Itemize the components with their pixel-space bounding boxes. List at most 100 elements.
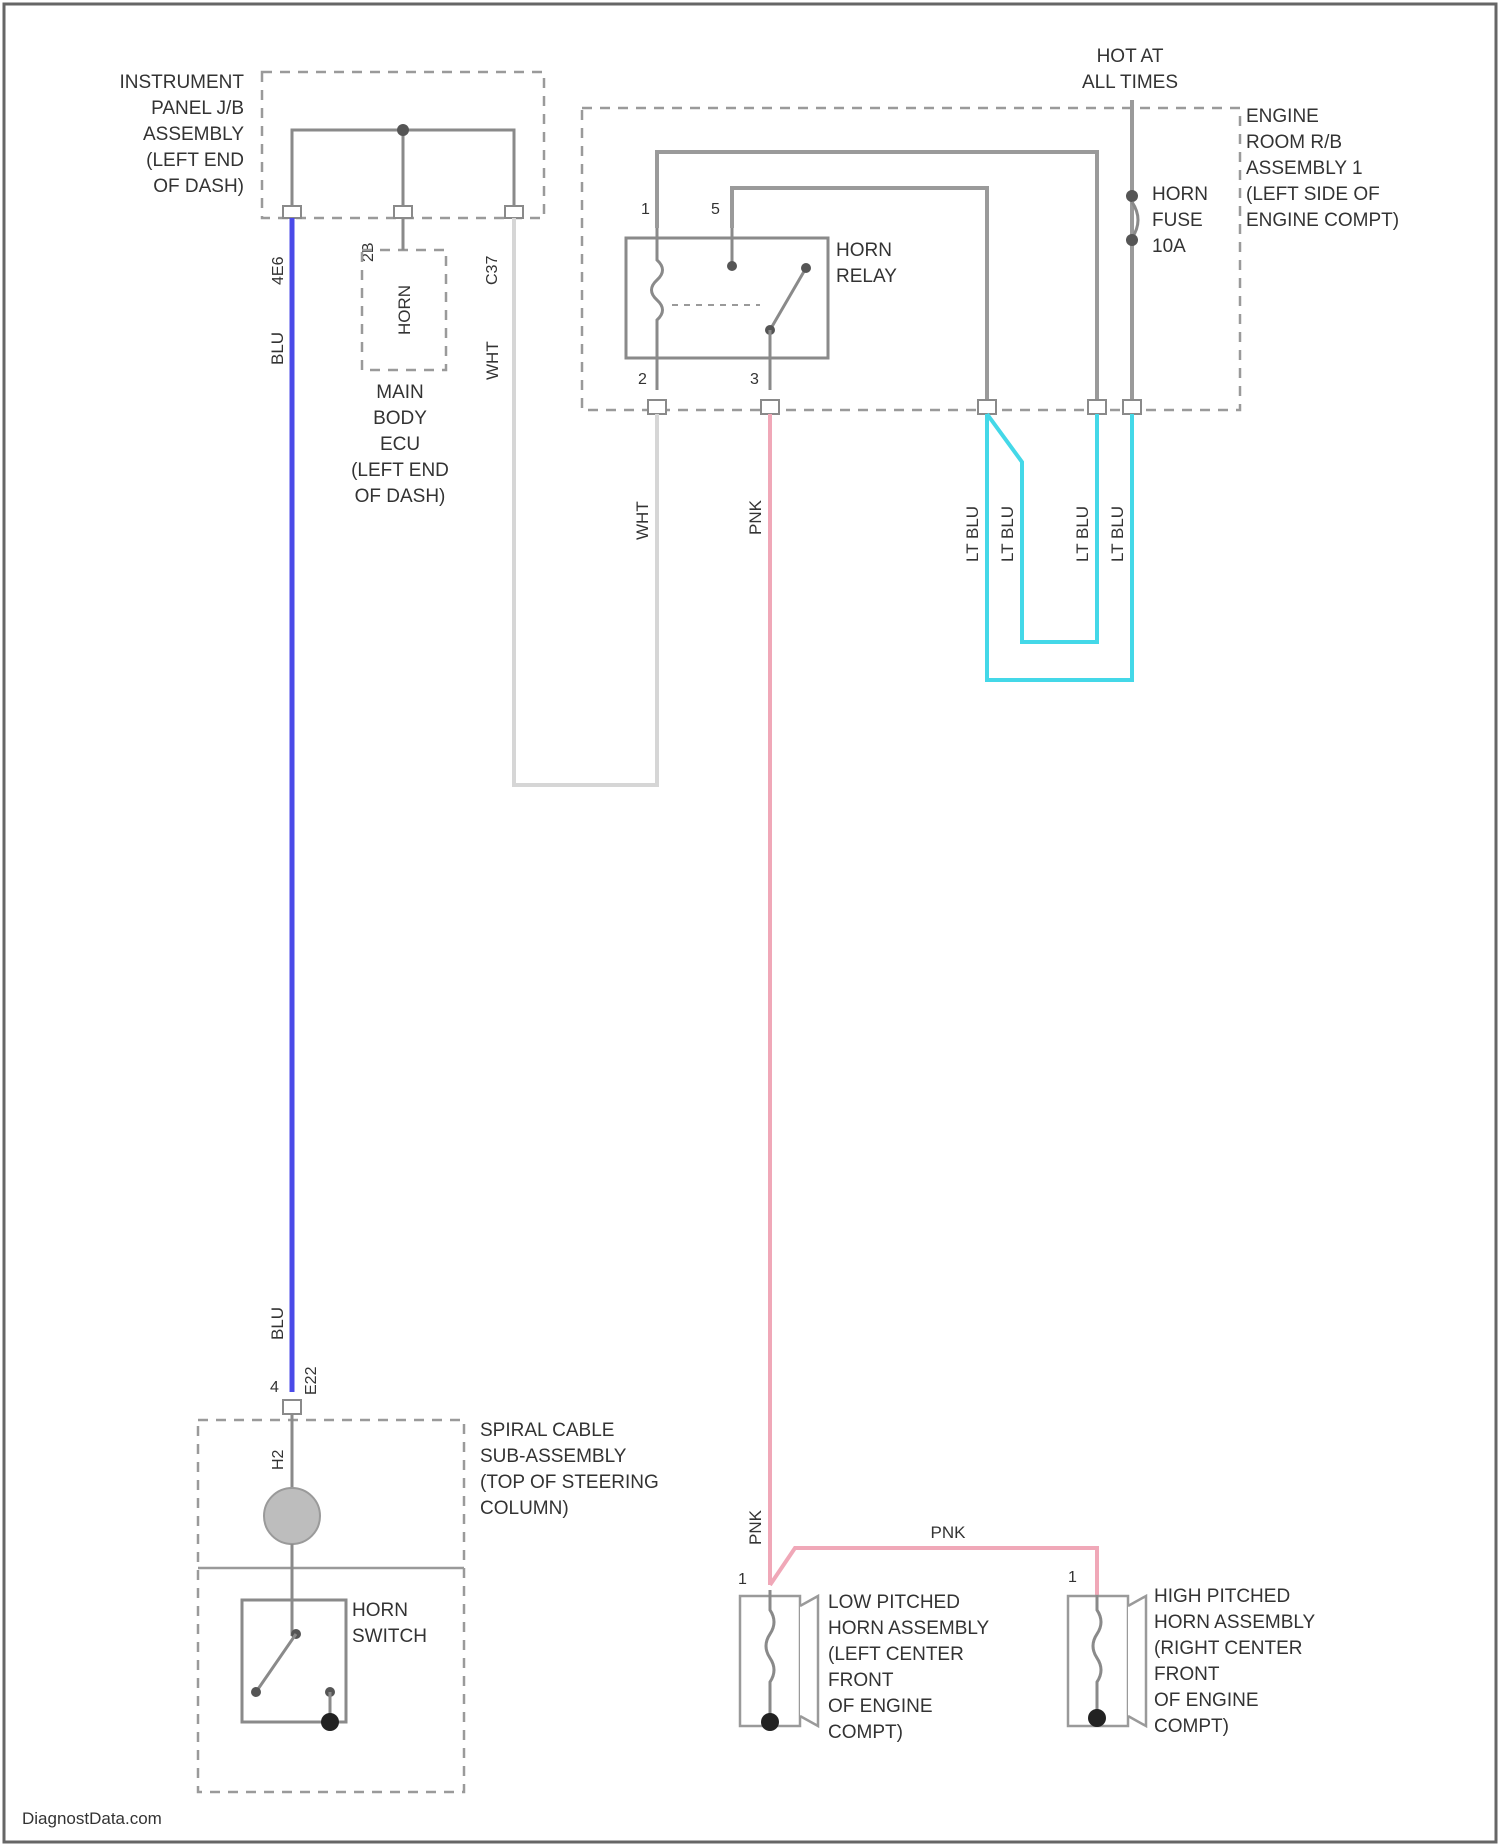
high-horn-label-5: OF ENGINE	[1154, 1690, 1259, 1711]
low-horn-label-4: FRONT	[828, 1670, 894, 1691]
ipjb-connector-1	[283, 206, 301, 218]
horn-switch-label-2: SWITCH	[352, 1626, 427, 1647]
fuse-dot-top	[1126, 190, 1138, 202]
errb-label-1: ENGINE	[1246, 106, 1319, 127]
high-horn-label-3: (RIGHT CENTER	[1154, 1638, 1302, 1659]
horn-relay-label-2: RELAY	[836, 266, 897, 287]
low-horn-label-1: LOW PITCHED	[828, 1592, 960, 1613]
pin-relay-2: 2	[638, 371, 647, 388]
low-horn-bell	[800, 1596, 818, 1726]
wire-label-blu-top: BLU	[268, 332, 287, 365]
rb-conn-ltblu-3	[1123, 400, 1141, 414]
high-horn-ground-icon	[1088, 1709, 1106, 1727]
low-horn-label-6: COMPT)	[828, 1722, 903, 1743]
pin-ipjb-1: 4E6	[270, 256, 287, 285]
pin-relay-5: 5	[711, 201, 720, 218]
rb-conn-wht	[648, 400, 666, 414]
high-horn-icon	[1068, 1595, 1146, 1727]
relay-coil	[652, 228, 663, 390]
pin-high-horn: 1	[1068, 1569, 1077, 1586]
ecu-label-5: OF DASH)	[355, 486, 446, 507]
low-horn-ground-icon	[761, 1713, 779, 1731]
spiral-clockspring-icon	[264, 1488, 320, 1544]
spiral-connector	[283, 1400, 301, 1414]
horn-fuse-label-2: FUSE	[1152, 210, 1203, 231]
low-horn-label: LOW PITCHED HORN ASSEMBLY (LEFT CENTER F…	[828, 1592, 990, 1743]
horn-fuse-label-1: HORN	[1152, 184, 1208, 205]
horn-switch-label-1: HORN	[352, 1600, 408, 1621]
horn-switch-label: HORN SWITCH	[352, 1600, 427, 1647]
fuse-dot-bottom	[1126, 234, 1138, 246]
ipjb-connectors	[283, 206, 523, 218]
main-body-ecu-label: MAIN BODY ECU (LEFT END OF DASH)	[351, 382, 449, 507]
ipjb-splice-dot	[397, 124, 409, 136]
high-horn-label: HIGH PITCHED HORN ASSEMBLY (RIGHT CENTER…	[1154, 1586, 1316, 1737]
ecu-label-4: (LEFT END	[351, 460, 449, 481]
horn-relay-label-1: HORN	[836, 240, 892, 261]
power-note-line1: HOT AT	[1097, 46, 1164, 67]
power-note-line2: ALL TIMES	[1082, 72, 1178, 93]
wire-label-wht-relay: WHT	[633, 501, 652, 540]
diagram-border	[4, 4, 1496, 1842]
rb-conn-pnk	[761, 400, 779, 414]
ipjb-label-4: (LEFT END	[146, 150, 244, 171]
wire-label-pnk-horn: PNK	[746, 1509, 765, 1545]
spiral-label-3: (TOP OF STEERING	[480, 1472, 659, 1493]
ipjb-label-2: PANEL J/B	[151, 98, 244, 119]
wire-label-ltblu-4: LT BLU	[1108, 506, 1127, 562]
ipjb-connector-2	[394, 206, 412, 218]
wire-label-blu-bottom: BLU	[268, 1307, 287, 1340]
low-horn-label-3: (LEFT CENTER	[828, 1644, 964, 1665]
wire-label-ltblu-3: LT BLU	[1073, 506, 1092, 562]
ecu-label-1: MAIN	[376, 382, 424, 403]
spiral-cable-label: SPIRAL CABLE SUB-ASSEMBLY (TOP OF STEERI…	[480, 1420, 659, 1519]
wire-label-wht-ipjb: WHT	[483, 341, 502, 380]
wire-label-ltblu-1: LT BLU	[963, 506, 982, 562]
ecu-label-2: BODY	[373, 408, 427, 429]
relay-switch-arm	[770, 268, 806, 330]
ipjb-connector-3	[505, 206, 523, 218]
wire-pnk-link	[770, 1548, 1097, 1595]
pin-relay-3: 3	[750, 371, 759, 388]
horn-switch-dot-arm	[251, 1687, 261, 1697]
spiral-cable-box	[198, 1420, 464, 1792]
rb-bottom-connectors	[648, 400, 1141, 414]
spiral-label-2: SUB-ASSEMBLY	[480, 1446, 627, 1467]
high-horn-label-2: HORN ASSEMBLY	[1154, 1612, 1316, 1633]
watermark: DiagnostData.com	[22, 1809, 162, 1828]
low-horn-label-5: OF ENGINE	[828, 1696, 933, 1717]
ipjb-label-3: ASSEMBLY	[143, 124, 244, 145]
wire-label-ltblu-2: LT BLU	[998, 506, 1017, 562]
pin-low-horn: 1	[738, 1571, 747, 1588]
horn-switch-ground-icon	[321, 1713, 339, 1731]
errb-label-4: (LEFT SIDE OF	[1246, 184, 1380, 205]
rb-conn-ltblu-1	[978, 400, 996, 414]
pin-spiral-1: 4	[270, 1379, 279, 1396]
ipjb-label-1: INSTRUMENT	[119, 72, 244, 93]
rb-conn-ltblu-2	[1088, 400, 1106, 414]
errb-label-3: ASSEMBLY 1	[1246, 158, 1363, 179]
high-horn-label-1: HIGH PITCHED	[1154, 1586, 1290, 1607]
relay-switch-dot-arm	[801, 263, 811, 273]
pin-spiral-3: E22	[303, 1366, 320, 1395]
low-horn-label-2: HORN ASSEMBLY	[828, 1618, 990, 1639]
instrument-panel-jb-label: INSTRUMENT PANEL J/B ASSEMBLY (LEFT END …	[119, 72, 244, 197]
horn-fuse-label-3: 10A	[1152, 236, 1186, 257]
pin-ipjb-3: C37	[484, 256, 501, 285]
main-body-ecu-inner-label: HORN	[395, 285, 414, 335]
errb-label-5: ENGINE COMPT)	[1246, 210, 1399, 231]
pin-spiral-2: H2	[270, 1449, 287, 1470]
horn-switch-arm	[256, 1634, 296, 1692]
high-horn-label-6: COMPT)	[1154, 1716, 1229, 1737]
wire-label-pnk-link: PNK	[931, 1523, 967, 1542]
horn-relay-label: HORN RELAY	[836, 240, 897, 287]
ipjb-label-5: OF DASH)	[153, 176, 244, 197]
errb-label-2: ROOM R/B	[1246, 132, 1342, 153]
ecu-label-3: ECU	[380, 434, 420, 455]
high-horn-bell	[1128, 1596, 1146, 1726]
horn-fuse-label: HORN FUSE 10A	[1152, 184, 1208, 257]
spiral-label-4: COLUMN)	[480, 1498, 569, 1519]
low-horn-icon	[740, 1590, 818, 1731]
